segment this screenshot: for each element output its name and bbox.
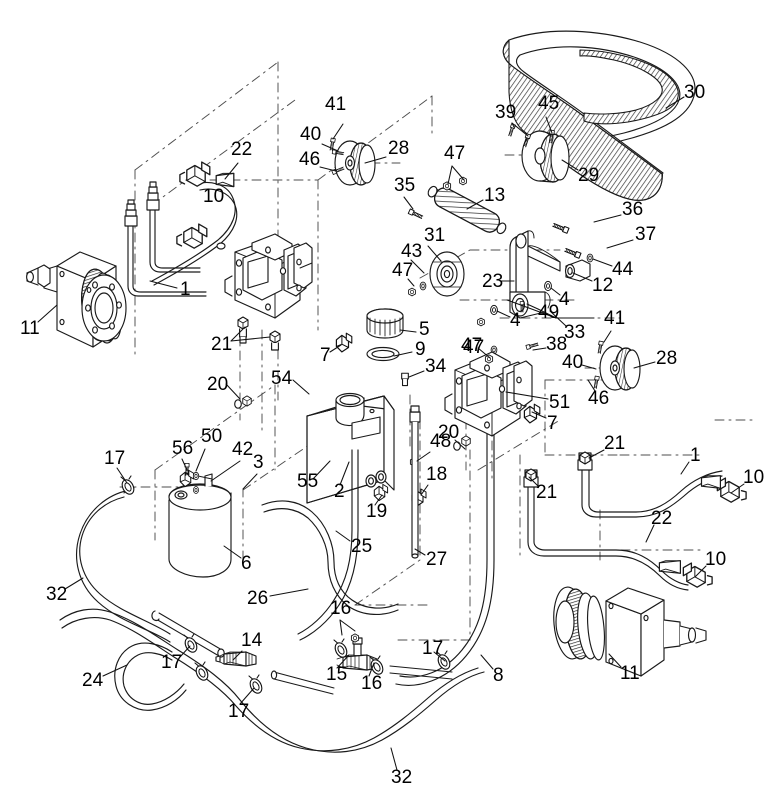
callout-42: 42 [232,439,254,460]
callout-47-right-pump: 47 [461,335,483,356]
callout-48: 48 [430,431,452,452]
callout-28-lower: 28 [656,348,678,369]
callout-16-lower: 16 [361,673,383,694]
callout-11-left-motor: 11 [20,318,40,339]
callout-21-left-pump: 21 [211,334,233,355]
callout-44: 44 [612,259,634,280]
callout-10-right-lower: 10 [705,549,727,570]
callout-20-left-pump: 20 [207,374,229,395]
callout-55: 55 [297,471,319,492]
callout-41-lower: 41 [604,308,626,329]
callout-24: 24 [82,670,104,691]
callout-32-bottom: 32 [391,767,413,788]
callout-41-top: 41 [325,94,347,115]
callout-3: 3 [253,452,264,473]
callout-32-left: 32 [46,584,68,605]
callout-22-upper-left: 22 [231,139,253,160]
callout-39: 39 [495,102,517,123]
callout-4-lower: 4 [510,310,521,331]
callout-54: 54 [271,368,293,389]
callout-40-top: 40 [300,124,322,145]
callout-38: 38 [546,334,568,355]
callout-21-right-upper: 21 [604,433,626,454]
callout-18: 18 [426,464,448,485]
callout-17-upper-left-hose: 17 [104,448,126,469]
callout-36: 36 [622,199,644,220]
callout-28-top: 28 [388,138,410,159]
callout-29-engine-pulley: 29 [578,165,600,186]
callout-25-hose: 25 [351,536,373,557]
callout-5-cap: 5 [419,319,430,340]
callout-2-reservoir: 2 [334,481,345,502]
callout-45: 45 [538,93,560,114]
callout-30-belt: 30 [684,82,706,103]
callout-27-tube: 27 [426,549,448,570]
callout-20-right-pump: 20 [438,422,460,443]
callout-16-upper: 16 [330,598,352,619]
callout-47-spring: 47 [444,143,466,164]
callout-7-left-pump: 7 [320,345,331,366]
callout-15-cross: 15 [326,664,348,685]
callout-43: 43 [401,241,423,262]
callout-50: 50 [201,426,223,447]
callout-13-spring: 13 [484,185,506,206]
callout-22-right: 22 [651,508,673,529]
callout-11-right-motor: 11 [620,663,640,684]
callout-17-tee-below: 17 [228,701,250,722]
callout-26-hose: 26 [247,588,269,609]
callout-35: 35 [394,175,416,196]
callout-9-gasket: 9 [415,339,426,360]
callout-4-upper: 4 [559,289,570,310]
callout-17-tee-left: 17 [161,652,183,673]
callout-56: 56 [172,438,194,459]
callout-46-lower: 46 [588,388,610,409]
callout-8-hose: 8 [493,665,504,686]
callout-47-bracket: 47 [463,337,485,358]
callout-40-lower: 40 [562,352,584,373]
callout-17-right-hose: 17 [422,638,444,659]
callout-10-upper-left: 10 [203,186,225,207]
callout-1-right: 1 [690,445,701,466]
callout-34-plug: 34 [425,356,447,377]
callout-6-filter: 6 [241,553,252,574]
callout-31-idler: 31 [424,225,446,246]
callout-33: 33 [564,322,586,343]
callout-37: 37 [635,224,657,245]
callout-19: 19 [366,501,388,522]
callout-46-top: 46 [299,149,321,170]
callout-21-right-lower: 21 [536,482,558,503]
callout-49: 49 [538,302,560,323]
callout-14-tee: 14 [241,630,263,651]
callout-47-idler: 47 [392,260,414,281]
callout-7-right-pump: 7 [547,413,558,434]
callout-10-right-upper: 10 [743,467,765,488]
callout-1-left: 1 [180,279,191,300]
callout-23-arm: 23 [482,271,504,292]
callout-12-spacer: 12 [592,275,614,296]
callout-51-right-pump: 51 [549,392,571,413]
